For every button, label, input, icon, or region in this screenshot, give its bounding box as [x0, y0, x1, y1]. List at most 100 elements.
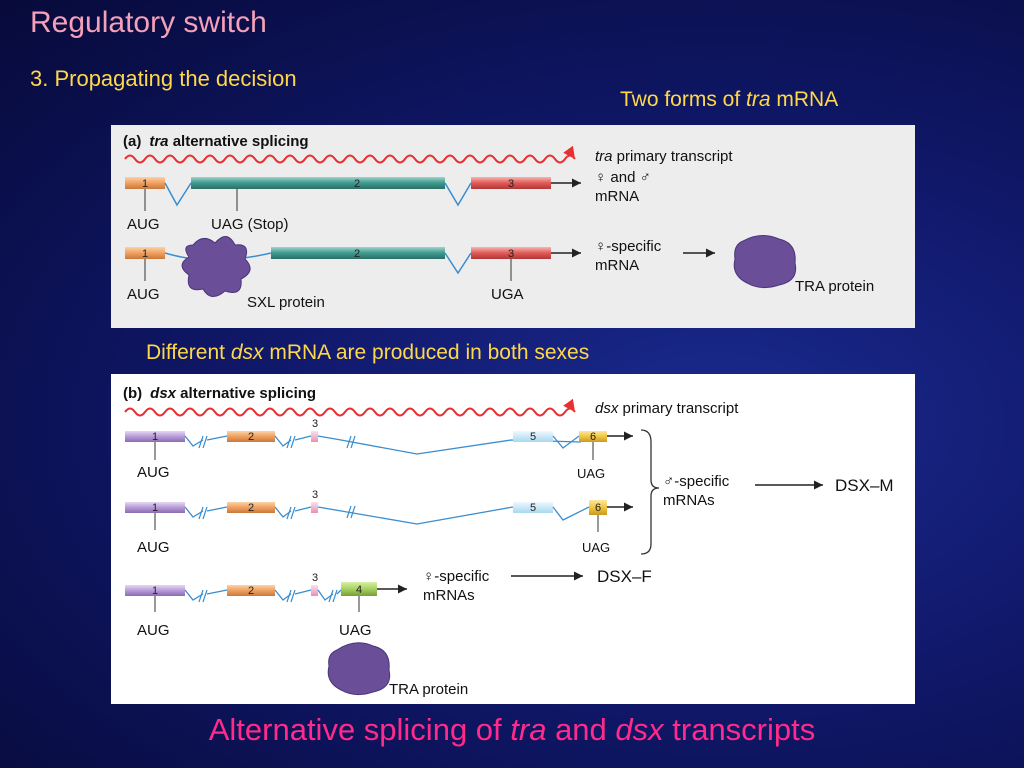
female-mrna-label-line1: ♀-specific [423, 568, 490, 585]
dsx-m1-exon-3-label: 3 [312, 418, 318, 430]
tra-row1-exon-3-label: 3 [508, 178, 514, 190]
dsx-m1-exon-3 [311, 431, 318, 442]
dsx-m1-exon-6 [579, 431, 607, 442]
tra-row1-exon-1-label: 1 [142, 178, 148, 190]
tra-row1-exon-2-label: 2 [354, 178, 360, 190]
dsx-f-aug-label: AUG [137, 622, 170, 639]
dsx-f-uag-label: UAG [339, 622, 372, 639]
dsx-m2-intron-d [294, 506, 312, 512]
dsx-m2-exon-2-label: 2 [248, 502, 254, 514]
dsx-m1-intron-d [294, 435, 312, 441]
dsx-f-break-1 [198, 589, 208, 603]
dsx-m2-break-1 [198, 506, 208, 520]
male-mrna-bracket [640, 429, 660, 555]
dsx-m2-uag-label: UAG [582, 540, 610, 555]
dsx-f-exon-1 [125, 585, 185, 596]
tra-row2-label-line2: mRNA [595, 257, 639, 274]
tra-row1-label-line2: mRNA [595, 188, 639, 205]
dsx-m2-exon-3 [311, 502, 318, 513]
male-mrna-label-line2: mRNAs [663, 492, 715, 509]
dsx-f-exon-3 [311, 585, 318, 596]
tra-row2-exon-2 [271, 247, 445, 259]
dsx-m2-exon-1 [125, 502, 185, 513]
dsx-m2-exon-3-label: 3 [312, 489, 318, 501]
tra-row2-aug-label: AUG [127, 286, 160, 303]
dsx-m1-exon-2 [227, 431, 275, 442]
dsx-m1-uag-label: UAG [577, 466, 605, 481]
dsx-f-intron-e [317, 589, 334, 601]
dsx-m1-exon-6-label: 6 [590, 431, 596, 443]
dsx-m2-exon-1-label: 1 [152, 502, 158, 514]
tra-splicing-diagram: (a)tra alternative splicing tra primary … [123, 133, 874, 311]
tra-row1-intron-2 [444, 182, 472, 207]
tra-row1-stop-label: UAG (Stop) [211, 216, 289, 233]
tra-protein-label: TRA protein [795, 278, 874, 295]
dsx-m2-intron-long [317, 506, 514, 525]
dsx-m1-exon-5-label: 5 [530, 431, 536, 443]
dsx-f-intron-a [184, 589, 204, 601]
dsx-f-exon-4 [341, 582, 377, 596]
tra-primary-transcript-wave [124, 145, 576, 164]
tra-row2-exon-1 [125, 247, 165, 259]
tra-row1-exon-3 [471, 177, 551, 189]
sxl-protein-label: SXL protein [247, 294, 325, 311]
tra-row2-exon-2-label: 2 [354, 248, 360, 260]
tra-row2-uga-label: UGA [491, 286, 524, 303]
dsx-m2-exon-5-label: 5 [530, 502, 536, 514]
dsx-f-exon-3-label: 3 [312, 572, 318, 584]
dsx-m1-break-2 [286, 435, 296, 449]
dsx-f-intron-f [336, 589, 342, 595]
dsx-primary-transcript-label: dsx primary transcript [595, 400, 739, 417]
dsx-m1-exon-2-label: 2 [248, 431, 254, 443]
caption-tra-forms: Two forms of tra mRNA [620, 88, 839, 111]
tra-protein-blob-b [327, 642, 391, 696]
dsx-m1-break-3 [346, 435, 356, 449]
dsx-f-exon-4-label: 4 [356, 584, 362, 596]
sxl-protein-blob [181, 236, 251, 297]
dsx-m2-exon-6-label: 6 [595, 502, 601, 514]
dsx-m1-exon-1-label: 1 [152, 431, 158, 443]
caption-dsx-mrna: Different dsx mRNA are produced in both … [146, 341, 590, 364]
tra-row1-exon-2 [191, 177, 445, 189]
tra-primary-transcript-label: tra primary transcript [595, 148, 733, 165]
tra-protein-blob [733, 235, 797, 289]
dsx-m1-intron-a [184, 435, 204, 447]
dsx-f-intron-b [206, 589, 228, 595]
dsx-f-product: DSX–F [597, 567, 652, 586]
dsx-m-product: DSX–M [835, 476, 894, 495]
dsx-m1-intron-b [206, 435, 228, 441]
dsx-m2-intron-e [552, 506, 590, 521]
tra-row1-intron-1 [164, 182, 192, 207]
slide-title: Regulatory switch [30, 6, 267, 39]
dsx-f-intron-d [294, 589, 312, 595]
dsx-m2-break-2 [286, 506, 296, 520]
panel-b-heading: (b)dsx alternative splicing [123, 385, 316, 402]
dsx-m2-exon-5 [513, 502, 553, 513]
dsx-m2-intron-c [274, 506, 292, 518]
dsx-m1-intron-e [552, 435, 580, 449]
tra-protein-label-b: TRA protein [389, 681, 468, 698]
dsx-splicing-diagram: (b)dsx alternative splicing dsx primary … [123, 385, 894, 698]
dsx-m2-break-3 [346, 505, 356, 519]
panel-a-heading: (a)tra alternative splicing [123, 133, 309, 150]
dsx-primary-transcript-wave [124, 398, 576, 417]
dsx-m2-intron-b [206, 506, 228, 512]
tra-row2-intron-2 [444, 252, 472, 275]
dsx-f-break-3 [328, 589, 338, 603]
dsx-m1-exon-1 [125, 431, 185, 442]
dsx-splicing-panel: (b)dsx alternative splicing dsx primary … [111, 374, 915, 704]
dsx-m1-break-1 [198, 435, 208, 449]
dsx-f-intron-c [274, 589, 292, 601]
dsx-m2-exon-2 [227, 502, 275, 513]
tra-row2-exon-1-label: 1 [142, 248, 148, 260]
tra-splicing-panel: (a)tra alternative splicing tra primary … [111, 125, 915, 328]
tra-row2-exon-3-label: 3 [508, 248, 514, 260]
dsx-f-break-2 [286, 589, 296, 603]
bottom-caption: Alternative splicing of tra and dsx tran… [208, 712, 816, 747]
dsx-m2-exon-6 [589, 500, 607, 515]
tra-row1-aug-label: AUG [127, 216, 160, 233]
dsx-m2-aug-label: AUG [137, 539, 170, 556]
tra-row2-label-line1: ♀-specific [595, 238, 662, 255]
tra-row2-exon-3 [471, 247, 551, 259]
dsx-f-exon-2 [227, 585, 275, 596]
